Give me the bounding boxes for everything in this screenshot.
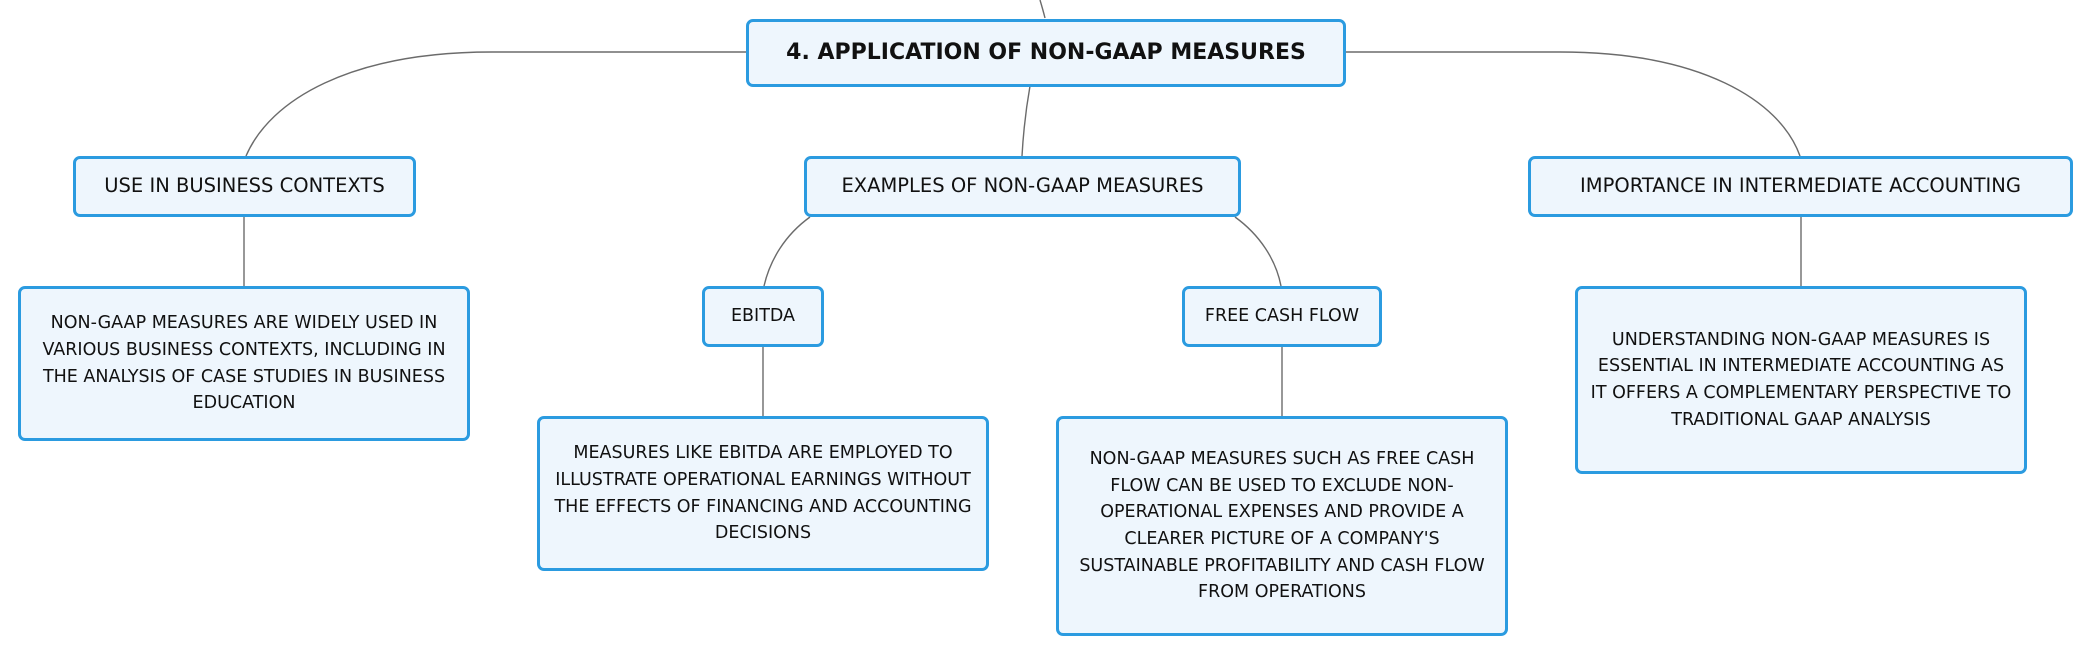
connector-examples-to-free-cash-flow	[1234, 216, 1282, 287]
connector-root-to-use-in-business	[245, 51, 746, 157]
connector-root-to-importance	[1344, 51, 1801, 157]
branch-node-examples-of-non-gaap-measures[interactable]: EXAMPLES OF NON-GAAP MEASURES	[804, 156, 1241, 217]
connector-root-incoming	[1039, 0, 1046, 19]
connector-examples-to-ebitda	[763, 216, 811, 287]
subtopic-node-free-cash-flow[interactable]: FREE CASH FLOW	[1182, 286, 1382, 347]
branch-node-use-in-business-contexts[interactable]: USE IN BUSINESS CONTEXTS	[73, 156, 416, 217]
description-node-use-in-business-contexts[interactable]: NON-GAAP MEASURES ARE WIDELY USED IN VAR…	[18, 286, 470, 441]
description-node-ebitda[interactable]: MEASURES LIKE EBITDA ARE EMPLOYED TO ILL…	[537, 416, 989, 571]
subtopic-node-ebitda[interactable]: EBITDA	[702, 286, 824, 347]
branch-node-importance-in-intermediate-accounting[interactable]: IMPORTANCE IN INTERMEDIATE ACCOUNTING	[1528, 156, 2073, 217]
connector-root-to-examples	[1021, 85, 1031, 157]
root-topic-node[interactable]: 4. APPLICATION OF NON-GAAP MEASURES	[746, 19, 1346, 87]
description-node-free-cash-flow[interactable]: NON-GAAP MEASURES SUCH AS FREE CASH FLOW…	[1056, 416, 1508, 636]
description-node-importance-in-intermediate-accounting[interactable]: UNDERSTANDING NON-GAAP MEASURES IS ESSEN…	[1575, 286, 2027, 474]
